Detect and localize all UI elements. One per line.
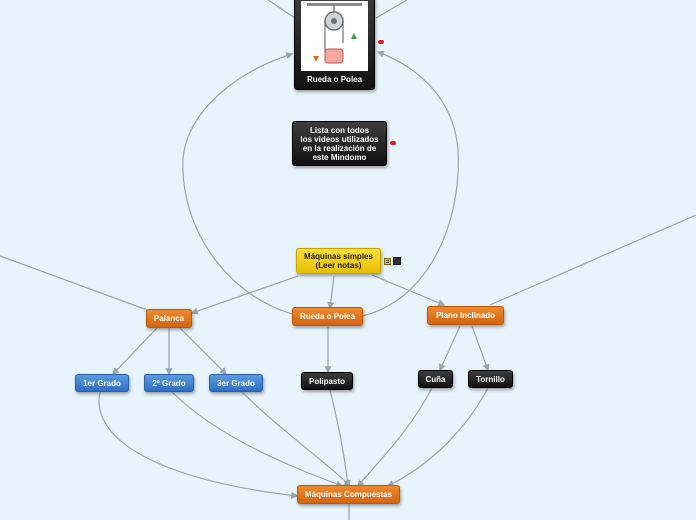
connector-rueda-loop-left [182, 52, 301, 317]
connector-root-plano [371, 274, 446, 307]
cuna-node[interactable]: Cuña [418, 370, 453, 388]
connector-root-rueda [327, 275, 335, 310]
attachment-icon[interactable] [393, 257, 401, 265]
pulley-illustration [301, 1, 368, 71]
tornillo-node[interactable]: Tornillo [468, 370, 513, 388]
polipasto-node[interactable]: Polipasto [301, 372, 353, 390]
connector-root-palanca [190, 275, 299, 315]
connector-tornillo-compuestas [386, 387, 489, 487]
connector-rueda-loop-right [361, 50, 459, 317]
palanca-node[interactable]: Palanca [146, 309, 192, 328]
connector-3er-compuestas [241, 391, 351, 488]
tercer-grado-node[interactable]: 3er Grado [209, 374, 263, 392]
link-icon[interactable] [377, 39, 385, 45]
connector-offscreen-top-right [375, 0, 408, 19]
rueda-polea-image-caption: Rueda o Polea [306, 75, 363, 84]
connector-2do-compuestas [171, 391, 344, 488]
primer-grado-node[interactable]: 1er Grado [75, 374, 129, 392]
connector-polipasto-compuestas [329, 389, 351, 488]
root-maquinas-simples[interactable]: Máquinas simples (Leer notas) [296, 248, 381, 274]
segundo-grado-node[interactable]: 2º Grado [144, 374, 194, 392]
plano-inclinado-node[interactable]: Plano Inclinado [427, 306, 504, 325]
link-icon[interactable] [389, 140, 397, 146]
rueda-polea-node[interactable]: Rueda o Polea [292, 307, 363, 326]
rueda-polea-image-node[interactable]: Rueda o Polea [294, 0, 375, 90]
connector-offscreen-top-left [267, 0, 299, 21]
connector-plano-cuna [439, 325, 461, 372]
notes-icon[interactable] [384, 258, 391, 265]
connector-palanca-3er [179, 327, 228, 376]
lista-videos-node[interactable]: Lista con todos los videos utilizados en… [292, 121, 387, 166]
connector-offscreen-left [0, 255, 151, 312]
connector-offscreen-right [489, 214, 696, 306]
connector-palanca-1er [112, 327, 158, 376]
connector-plano-tornillo [471, 325, 490, 372]
maquinas-compuestas-node[interactable]: Máquinas Compuestas [297, 485, 400, 504]
connector-1er-compuestas [98, 391, 299, 499]
connector-cuna-compuestas [357, 387, 433, 488]
